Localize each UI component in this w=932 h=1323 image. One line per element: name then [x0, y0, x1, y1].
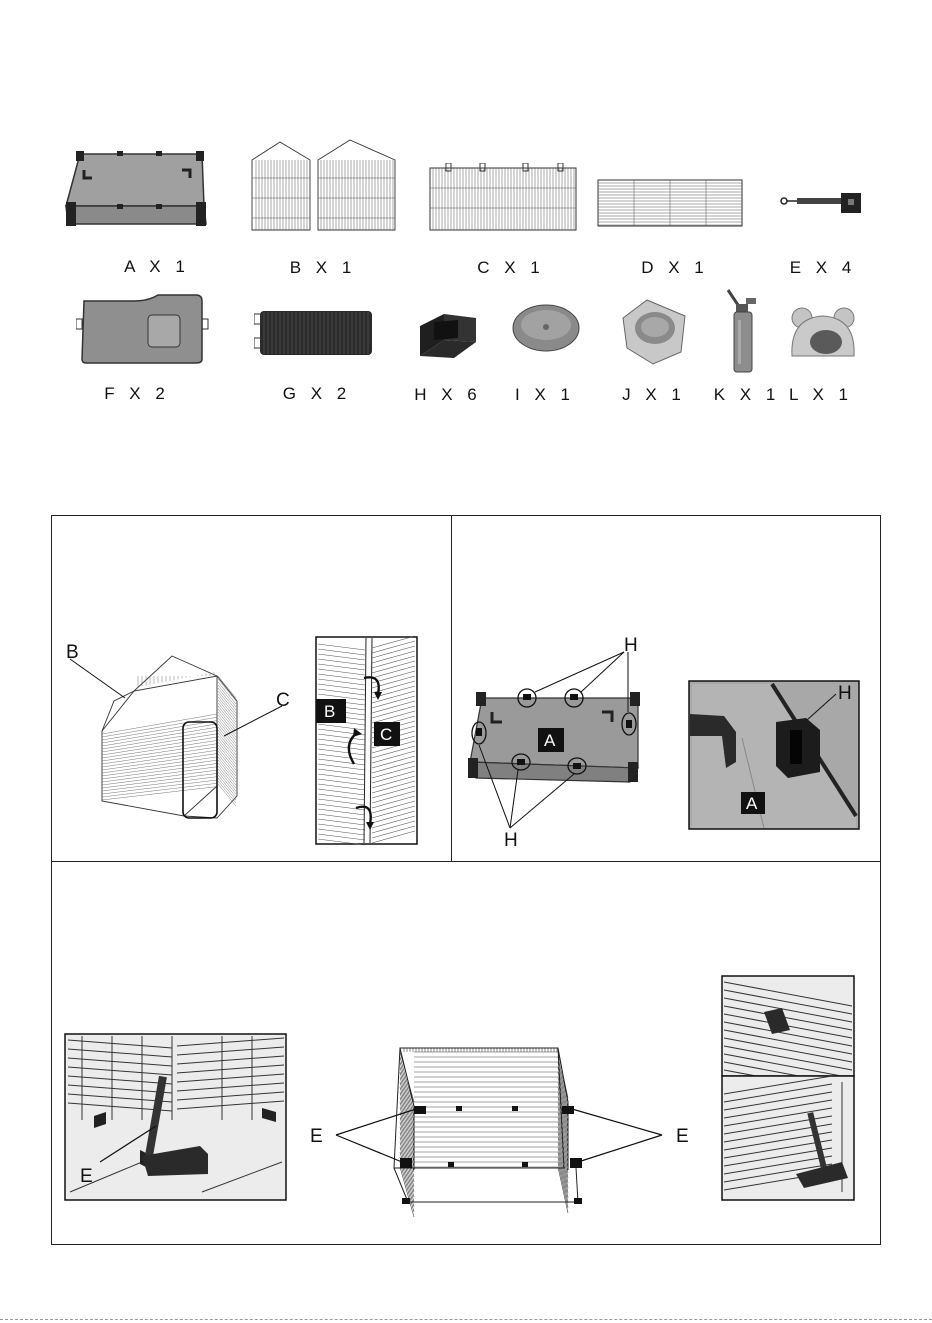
part-h-caption: H X 6 [408, 385, 488, 405]
step-2-detail-h: H [838, 683, 852, 704]
part-l-image [788, 304, 858, 368]
step-2-label-h-bottom: H [504, 830, 518, 851]
part-h-image [414, 310, 484, 360]
part-a-image [62, 148, 212, 230]
step-3-label-e-left-detail: E [80, 1166, 93, 1187]
step-2-panel: A H H H A [451, 515, 881, 862]
part-c-caption: C X 1 [466, 258, 556, 278]
part-j-caption: J X 1 [614, 385, 694, 405]
part-b-caption: B X 1 [278, 258, 368, 278]
step-1-detail-b: B [324, 702, 335, 721]
part-b-image [250, 138, 400, 234]
step-3-label-e-center-left: E [310, 1126, 323, 1147]
part-j-image [617, 296, 691, 366]
part-k-caption: K X 1 [712, 385, 782, 405]
part-f-image [76, 293, 210, 367]
part-g-caption: G X 2 [272, 384, 362, 404]
step-1-label-b: B [66, 642, 79, 663]
step-3-panel: E E E [51, 861, 881, 1245]
part-d-caption: D X 1 [630, 258, 720, 278]
part-i-caption: I X 1 [510, 385, 580, 405]
part-c-image [428, 163, 578, 233]
step-2-detail-a: A [746, 794, 758, 813]
step-1-detail-c: C [380, 725, 392, 744]
part-k-image [722, 286, 762, 376]
step-1-label-c: C [276, 690, 290, 711]
step-2-label-a: A [544, 731, 556, 750]
step-1-panel: B C B C [51, 515, 452, 862]
step-3-label-e-center-right: E [676, 1126, 689, 1147]
part-e-caption: E X 4 [778, 258, 868, 278]
part-g-image [254, 308, 378, 358]
part-i-image [511, 303, 581, 353]
step-3-illustration: E E E [52, 862, 880, 1244]
step-2-label-h-top: H [624, 635, 638, 656]
part-a-caption: A X 1 [112, 257, 202, 277]
part-e-image [779, 190, 865, 216]
part-l-caption: L X 1 [786, 385, 856, 405]
step-2-illustration: A H H H A [452, 516, 880, 861]
step-1-illustration: B C B C [52, 516, 451, 861]
page-bottom-rule [0, 1319, 932, 1320]
part-f-caption: F X 2 [92, 384, 182, 404]
part-d-image [596, 176, 746, 230]
